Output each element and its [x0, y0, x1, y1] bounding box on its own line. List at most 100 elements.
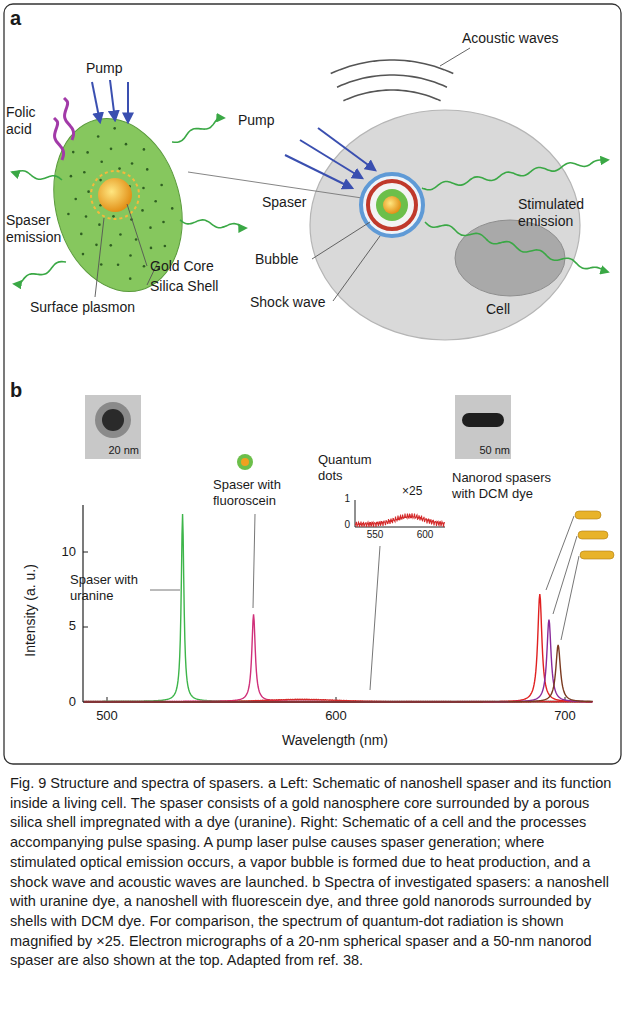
tem-nanorod	[462, 413, 504, 427]
leader-line	[440, 48, 470, 66]
dye-dot	[99, 179, 102, 182]
nanorod-spectrum	[84, 594, 592, 702]
figure-frame	[4, 4, 621, 764]
part-label: Spaser emission	[6, 212, 66, 246]
acoustic-wave	[343, 90, 440, 101]
leader-line	[370, 546, 380, 690]
part-label: Surface plasmon	[30, 299, 160, 316]
panel-letter: b	[10, 378, 40, 402]
tick-label: 5	[40, 618, 76, 634]
tick-label: 10	[40, 544, 76, 560]
leader-line	[253, 514, 255, 608]
part-label: Silica Shell	[150, 278, 245, 295]
dye-dot	[117, 263, 120, 266]
series-label: Spaser with uranine	[70, 572, 150, 603]
part-label: Shock wave	[250, 294, 334, 311]
series-label: Spaser with fluoroscein	[213, 477, 297, 508]
spaser-emission-arrow	[12, 171, 62, 180]
panel-letter: a	[10, 6, 40, 30]
acoustic-wave	[337, 75, 447, 87]
dye-dot	[154, 200, 157, 203]
axis-title: Wavelength (nm)	[255, 732, 415, 749]
nanorod-spectrum	[84, 645, 592, 702]
tick-label: 600	[413, 529, 437, 541]
spaser-emission-arrow	[172, 118, 224, 142]
dye-dot	[109, 244, 112, 247]
inset-spectrum	[355, 513, 445, 527]
dye-dot	[143, 265, 146, 268]
dye-dot	[98, 223, 101, 226]
leader-line	[561, 556, 579, 640]
tem-shell	[95, 402, 131, 438]
scale-label: 20 nm	[87, 444, 139, 457]
dye-dot	[67, 213, 70, 216]
y-tick	[83, 627, 88, 628]
dye-dot	[162, 221, 165, 224]
dye-dot	[97, 135, 100, 138]
nanorod-icon	[578, 531, 608, 539]
dye-dot	[129, 277, 132, 280]
part-label: Gold Core	[150, 258, 240, 275]
tem-image	[85, 395, 141, 459]
leader-line	[150, 590, 180, 591]
magnification-label: ×25	[402, 484, 436, 498]
dye-dot	[86, 151, 89, 154]
tick-label: 550	[363, 529, 387, 541]
acoustic-wave	[331, 60, 454, 74]
axis-title: Intensity (a. u.)	[22, 535, 39, 685]
pump-label: Pump	[238, 112, 288, 129]
spaser-icon-shell	[237, 454, 253, 470]
part-label: Acoustic waves	[462, 30, 592, 47]
uranine-spectrum	[84, 514, 592, 701]
silica-shell	[35, 104, 200, 306]
leader-line	[95, 218, 104, 297]
dye-dot	[82, 253, 85, 256]
nanorod-icon	[575, 511, 601, 519]
dye-dot	[143, 148, 146, 151]
leader-line	[546, 516, 574, 590]
nanorod-icon	[580, 551, 614, 559]
spaser-core	[383, 196, 401, 214]
tick-label: 0	[338, 519, 350, 531]
shock-wave-ring	[361, 174, 423, 236]
dye-dot	[95, 244, 98, 247]
stimulated-emission-arrow	[422, 160, 608, 190]
tick-label: 500	[87, 708, 127, 724]
dye-dot	[83, 171, 86, 174]
pump-arrow	[285, 155, 352, 188]
pump-arrow	[127, 82, 129, 122]
dye-dot	[129, 254, 132, 257]
tem-core	[102, 409, 124, 431]
leader-line	[312, 222, 370, 259]
dye-dot	[146, 168, 149, 171]
pump-arrow	[92, 82, 100, 122]
dye-dot	[141, 209, 144, 212]
inset-axes	[355, 500, 445, 527]
pump-label: Pump	[86, 60, 136, 77]
tick-label: 700	[545, 708, 585, 724]
dye-dot	[85, 215, 88, 218]
dye-dot	[87, 190, 90, 193]
caption-text: Fig. 9 Structure and spectra of spasers.…	[10, 775, 611, 968]
part-label: Stimulated emission	[518, 196, 600, 230]
dye-dot	[164, 245, 167, 248]
dye-dot	[131, 162, 134, 165]
dye-dot	[125, 143, 128, 146]
dye-dot	[142, 187, 145, 190]
pump-arrow	[318, 128, 375, 170]
tick-label: 1	[338, 493, 350, 505]
dye-dot	[80, 233, 83, 236]
part-label: Bubble	[255, 251, 311, 268]
dye-dot	[118, 167, 121, 170]
dye-dot	[74, 198, 77, 201]
series-label: Quantum dots	[318, 452, 380, 483]
part-label: Cell	[486, 301, 526, 318]
dye-dot	[160, 184, 163, 187]
part-label: Spaser	[262, 194, 312, 211]
dye-dot	[150, 247, 153, 250]
pump-arrow	[300, 140, 362, 178]
dye-dot	[135, 238, 138, 241]
dye-dot	[113, 127, 116, 130]
y-tick	[83, 552, 88, 553]
gold-core	[98, 178, 132, 212]
